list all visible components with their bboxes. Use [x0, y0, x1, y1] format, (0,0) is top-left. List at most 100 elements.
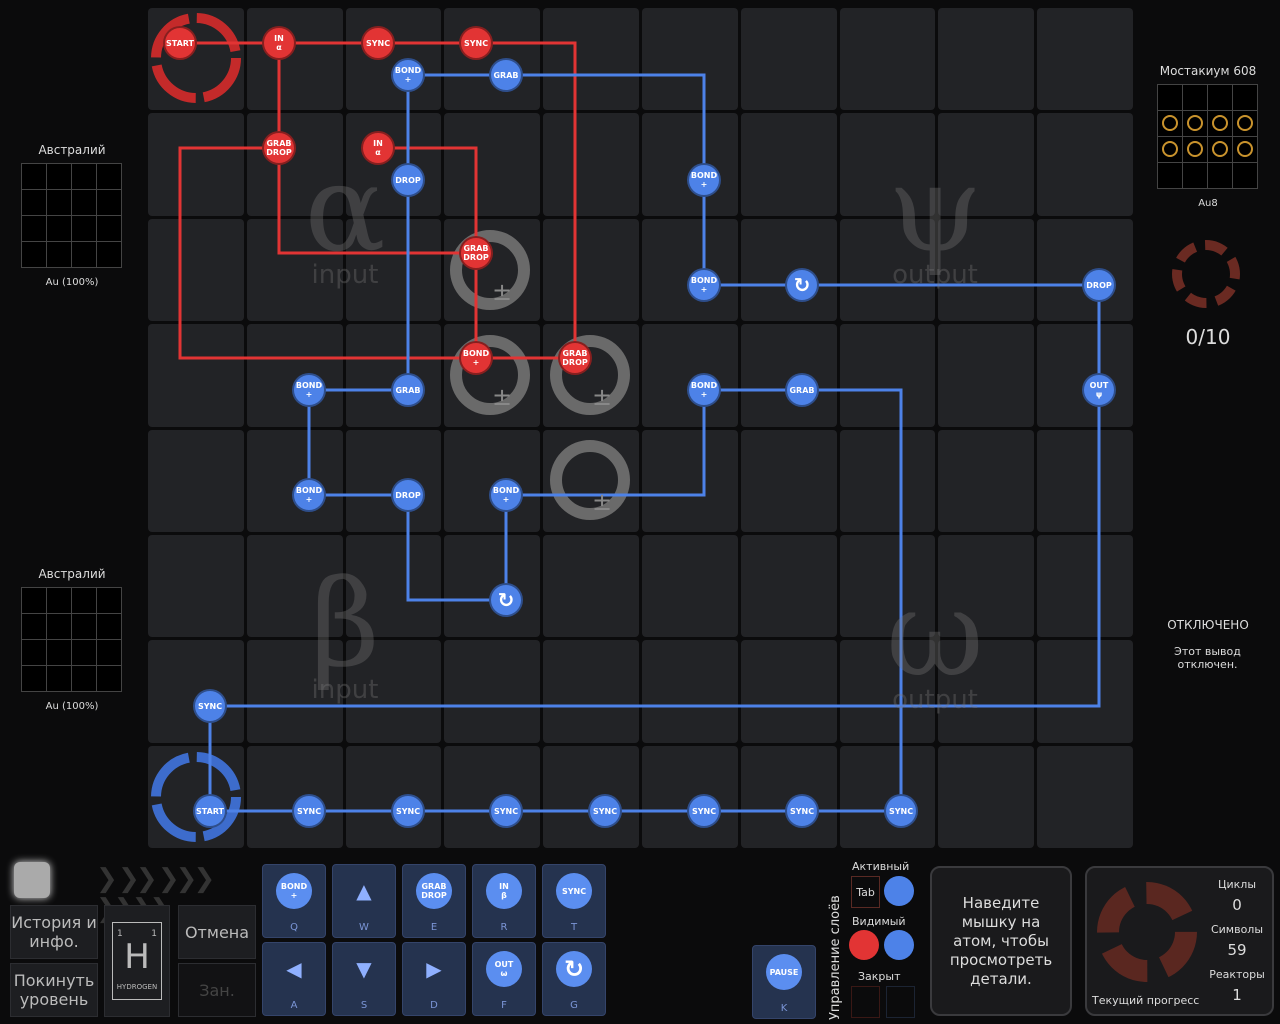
grid-cell[interactable]	[148, 8, 244, 111]
grid-cell[interactable]	[938, 113, 1035, 216]
element-card[interactable]: 1 1 H HYDROGEN	[104, 905, 170, 1017]
tool-s[interactable]: ▼S	[332, 942, 396, 1016]
blue-instruction[interactable]: GRAB	[391, 373, 425, 407]
grid-cell[interactable]	[1037, 324, 1133, 427]
grid-cell[interactable]	[1037, 8, 1133, 111]
red-instruction[interactable]: SYNC	[459, 26, 493, 60]
blue-instruction[interactable]: DROP	[391, 163, 425, 197]
history-button[interactable]: История и инфо.	[10, 905, 98, 959]
blue-instruction[interactable]: SYNC	[687, 794, 721, 828]
grid-cell[interactable]	[1037, 534, 1133, 638]
grid-cell[interactable]	[938, 429, 1035, 532]
grid-cell[interactable]	[642, 8, 738, 111]
grid-cell[interactable]	[148, 218, 244, 322]
blue-instruction[interactable]: GRAB	[489, 58, 523, 92]
blue-visible-toggle[interactable]	[884, 930, 914, 960]
grid-cell[interactable]	[938, 324, 1035, 427]
tool-a[interactable]: ◀A	[262, 942, 326, 1016]
blue-instruction[interactable]: DROP	[391, 478, 425, 512]
grid-cell[interactable]	[642, 429, 738, 532]
grid-cell[interactable]	[148, 113, 244, 216]
grid-cell[interactable]	[246, 640, 343, 743]
grid-cell[interactable]	[839, 8, 936, 111]
blue-instruction[interactable]: BOND +	[292, 373, 326, 407]
blue-instruction[interactable]: SYNC	[193, 689, 227, 723]
grid-cell[interactable]	[1037, 113, 1133, 216]
red-lock-toggle[interactable]	[851, 986, 880, 1018]
grid-cell[interactable]	[1037, 218, 1133, 322]
grid-cell[interactable]	[740, 640, 837, 743]
blue-instruction[interactable]: SYNC	[292, 794, 326, 828]
grid-cell[interactable]	[642, 640, 738, 743]
blue-instruction[interactable]: BOND +	[489, 478, 523, 512]
grid-cell[interactable]	[444, 429, 541, 532]
reactor-grid[interactable]	[148, 8, 1133, 848]
grid-cell[interactable]	[246, 745, 343, 848]
grid-cell[interactable]	[740, 113, 837, 216]
grid-cell[interactable]	[543, 8, 639, 111]
grid-cell[interactable]	[148, 429, 244, 532]
grid-cell[interactable]	[839, 324, 936, 427]
grid-cell[interactable]	[642, 534, 738, 638]
grid-cell[interactable]	[345, 745, 442, 848]
input-alpha-preview[interactable]	[21, 163, 122, 268]
grid-cell[interactable]	[345, 429, 442, 532]
red-instruction[interactable]: IN α	[262, 26, 296, 60]
blue-instruction[interactable]: GRAB	[785, 373, 819, 407]
grid-cell[interactable]	[444, 8, 541, 111]
grid-cell[interactable]	[938, 640, 1035, 743]
grid-cell[interactable]	[345, 8, 442, 111]
grid-cell[interactable]	[444, 745, 541, 848]
blue-instruction[interactable]: ↻	[489, 583, 523, 617]
tool-g[interactable]: ↻G	[542, 942, 606, 1016]
grid-cell[interactable]	[543, 218, 639, 322]
grid-cell[interactable]	[148, 534, 244, 638]
grid-cell[interactable]	[740, 324, 837, 427]
grid-cell[interactable]	[246, 534, 343, 638]
blue-instruction[interactable]: SYNC	[489, 794, 523, 828]
grid-cell[interactable]	[246, 324, 343, 427]
grid-cell[interactable]	[543, 534, 639, 638]
grid-cell[interactable]	[1037, 640, 1133, 743]
blue-instruction[interactable]: SYNC	[588, 794, 622, 828]
tool-w[interactable]: ▲W	[332, 864, 396, 938]
undo-button[interactable]: Отмена	[178, 905, 256, 959]
red-visible-toggle[interactable]	[849, 930, 879, 960]
grid-cell[interactable]	[740, 8, 837, 111]
blue-instruction[interactable]: ↻	[785, 268, 819, 302]
grid-cell[interactable]	[444, 534, 541, 638]
blue-instruction[interactable]: BOND +	[687, 373, 721, 407]
grid-cell[interactable]	[246, 8, 343, 111]
grid-cell[interactable]	[1037, 745, 1133, 848]
blue-instruction[interactable]: BOND +	[391, 58, 425, 92]
grid-cell[interactable]	[246, 113, 343, 216]
blue-instruction[interactable]: SYNC	[884, 794, 918, 828]
grid-cell[interactable]	[839, 113, 936, 216]
red-instruction[interactable]: IN α	[361, 131, 395, 165]
grid-cell[interactable]	[938, 745, 1035, 848]
blue-active-toggle[interactable]	[884, 876, 914, 906]
blue-instruction[interactable]: OUT ψ	[1082, 373, 1116, 407]
input-beta-preview[interactable]	[21, 587, 122, 692]
grid-cell[interactable]	[839, 429, 936, 532]
grid-cell[interactable]	[345, 218, 442, 322]
grid-cell[interactable]	[740, 745, 837, 848]
red-instruction[interactable]: BOND +	[459, 341, 493, 375]
stop-button[interactable]	[14, 862, 50, 898]
grid-cell[interactable]	[345, 113, 442, 216]
grid-cell[interactable]	[740, 218, 837, 322]
grid-cell[interactable]	[839, 218, 936, 322]
blue-instruction[interactable]: SYNC	[785, 794, 819, 828]
blue-instruction[interactable]: BOND +	[687, 268, 721, 302]
blue-instruction[interactable]: SYNC	[391, 794, 425, 828]
grid-cell[interactable]	[148, 640, 244, 743]
grid-cell[interactable]	[345, 324, 442, 427]
grid-cell[interactable]	[246, 218, 343, 322]
grid-cell[interactable]	[938, 218, 1035, 322]
grid-cell[interactable]	[148, 324, 244, 427]
